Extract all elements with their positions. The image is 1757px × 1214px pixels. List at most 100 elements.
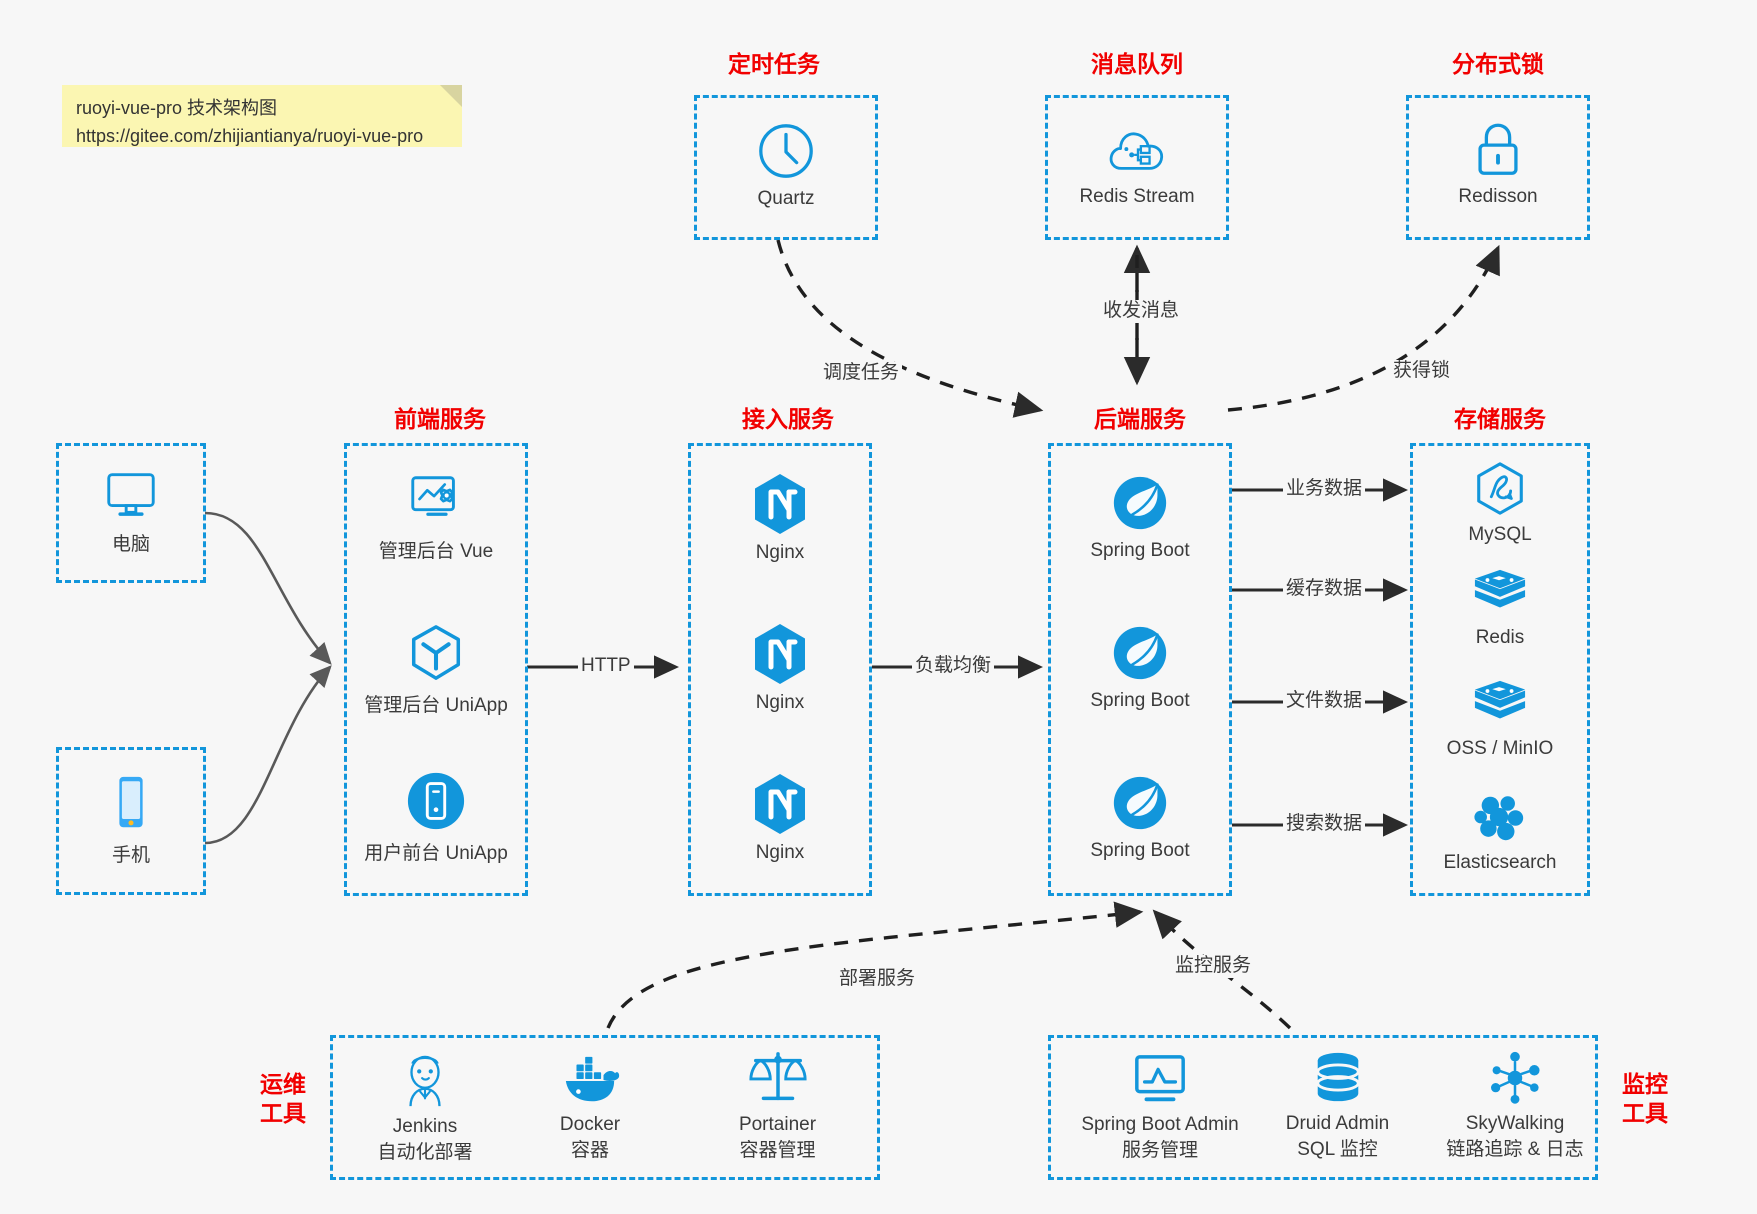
node-docker[interactable]: Docker 容器 bbox=[510, 1052, 670, 1163]
node-label: 手机 bbox=[111, 845, 150, 866]
diagram-note: ruoyi-vue-pro 技术架构图 https://gitee.com/zh… bbox=[62, 85, 462, 147]
edge-label-schedule: 调度任务 bbox=[820, 362, 903, 385]
redis-icon bbox=[1474, 680, 1526, 719]
node-user-uniapp[interactable]: 用户前台 UniApp bbox=[344, 770, 528, 865]
cloud-stream-icon bbox=[1109, 132, 1164, 170]
node-label: 管理后台 UniApp bbox=[364, 695, 508, 716]
node-label: 用户前台 UniApp bbox=[364, 843, 508, 864]
node-admin-uniapp[interactable]: 管理后台 UniApp bbox=[344, 622, 528, 717]
note-fold-corner bbox=[440, 85, 462, 107]
node-spring-boot-2[interactable]: Spring Boot bbox=[1048, 622, 1232, 712]
group-title-devops: 运维 工具 bbox=[254, 1070, 312, 1128]
node-jenkins[interactable]: Jenkins 自动化部署 bbox=[345, 1052, 505, 1165]
group-title-gateway: 接入服务 bbox=[742, 406, 834, 432]
group-title-storage: 存储服务 bbox=[1454, 406, 1546, 432]
group-box-backend bbox=[1048, 443, 1232, 896]
dashboard-icon bbox=[411, 476, 455, 516]
node-sublabel: 服务管理 bbox=[1121, 1139, 1198, 1161]
group-title-mq: 消息队列 bbox=[1091, 51, 1183, 77]
node-label: Nginx bbox=[755, 842, 805, 863]
scales-icon bbox=[748, 1052, 807, 1101]
docker-icon bbox=[565, 1056, 620, 1102]
node-spring-boot-1[interactable]: Spring Boot bbox=[1048, 472, 1232, 562]
node-sublabel: 链路追踪 & 日志 bbox=[1446, 1138, 1584, 1160]
lock-icon bbox=[1478, 123, 1518, 175]
elasticsearch-icon bbox=[1474, 796, 1524, 841]
spring-icon bbox=[1113, 776, 1167, 830]
note-title: ruoyi-vue-pro 技术架构图 bbox=[76, 98, 278, 118]
node-label: Spring Boot bbox=[1090, 540, 1190, 561]
node-elasticsearch[interactable]: Elasticsearch bbox=[1410, 790, 1590, 874]
node-skywalking[interactable]: SkyWalking 链路追踪 & 日志 bbox=[1420, 1049, 1610, 1162]
edge-label-cache-data: 缓存数据 bbox=[1283, 578, 1366, 601]
group-box-client-mobile bbox=[56, 747, 206, 895]
edge-label-deploy: 部署服务 bbox=[836, 968, 919, 991]
nginx-icon bbox=[755, 774, 805, 834]
node-sublabel: 容器 bbox=[570, 1139, 609, 1161]
node-label: MySQL bbox=[1468, 524, 1532, 545]
mysql-icon bbox=[1477, 462, 1523, 515]
node-druid-admin[interactable]: Druid Admin SQL 监控 bbox=[1255, 1049, 1420, 1162]
node-label: Jenkins bbox=[392, 1116, 458, 1137]
node-label: Redis Stream bbox=[1079, 186, 1195, 207]
node-label: Nginx bbox=[755, 542, 805, 563]
redis-icon bbox=[1474, 569, 1526, 608]
spring-icon bbox=[1113, 626, 1167, 680]
node-spring-boot-3[interactable]: Spring Boot bbox=[1048, 772, 1232, 862]
edge-label-http: HTTP bbox=[578, 655, 634, 678]
node-label: Druid Admin bbox=[1285, 1113, 1390, 1134]
group-box-client-desktop bbox=[56, 443, 206, 583]
group-box-frontend bbox=[344, 443, 528, 896]
note-url: https://gitee.com/zhijiantianya/ruoyi-vu… bbox=[76, 125, 424, 146]
node-redisson[interactable]: Redisson bbox=[1406, 118, 1590, 208]
node-redis[interactable]: Redis bbox=[1410, 567, 1590, 649]
desktop-icon bbox=[107, 473, 155, 516]
spring-icon bbox=[1113, 476, 1167, 530]
node-label: OSS / MinIO bbox=[1446, 738, 1554, 759]
node-redis-stream[interactable]: Redis Stream bbox=[1045, 122, 1229, 208]
node-label: Spring Boot Admin bbox=[1081, 1114, 1239, 1135]
node-nginx-3[interactable]: Nginx bbox=[688, 772, 872, 864]
node-label: Elasticsearch bbox=[1443, 852, 1557, 873]
group-title-lock: 分布式锁 bbox=[1452, 51, 1544, 77]
node-label: Spring Boot bbox=[1090, 840, 1190, 861]
node-label: Redisson bbox=[1458, 186, 1538, 207]
group-title-devops-line1: 运维 bbox=[260, 1071, 306, 1097]
node-mysql[interactable]: MySQL bbox=[1410, 460, 1590, 546]
node-label: Redis bbox=[1475, 627, 1525, 648]
group-box-gateway bbox=[688, 443, 872, 896]
node-portainer[interactable]: Portainer 容器管理 bbox=[690, 1048, 865, 1163]
group-title-monitoring-line2: 工具 bbox=[1622, 1099, 1668, 1126]
node-label: Docker bbox=[559, 1114, 621, 1135]
node-mobile[interactable]: 手机 bbox=[56, 772, 206, 867]
node-sublabel: 容器管理 bbox=[739, 1139, 816, 1161]
node-sublabel: 自动化部署 bbox=[377, 1141, 473, 1163]
clock-icon bbox=[759, 124, 813, 178]
node-desktop[interactable]: 电脑 bbox=[56, 465, 206, 556]
group-box-lock bbox=[1406, 95, 1590, 240]
edge-label-file-data: 文件数据 bbox=[1283, 690, 1366, 713]
node-nginx-2[interactable]: Nginx bbox=[688, 622, 872, 714]
node-quartz[interactable]: Quartz bbox=[694, 120, 878, 210]
edge-label-search-data: 搜索数据 bbox=[1283, 813, 1366, 836]
jenkins-icon bbox=[409, 1055, 441, 1107]
monitor-chart-icon bbox=[1135, 1055, 1185, 1102]
node-sublabel: SQL 监控 bbox=[1297, 1138, 1378, 1160]
cube-icon bbox=[411, 625, 461, 680]
node-admin-vue[interactable]: 管理后台 Vue bbox=[344, 470, 528, 563]
group-title-devops-line2: 工具 bbox=[260, 1099, 306, 1126]
node-oss-minio[interactable]: OSS / MinIO bbox=[1410, 678, 1590, 760]
group-title-backend: 后端服务 bbox=[1094, 406, 1186, 432]
nginx-icon bbox=[755, 624, 805, 684]
group-title-frontend: 前端服务 bbox=[394, 406, 486, 432]
group-title-scheduler: 定时任务 bbox=[728, 51, 820, 77]
group-box-mq bbox=[1045, 95, 1229, 240]
node-label: Nginx bbox=[755, 692, 805, 713]
node-spring-boot-admin[interactable]: Spring Boot Admin 服务管理 bbox=[1055, 1052, 1265, 1163]
node-nginx-1[interactable]: Nginx bbox=[688, 472, 872, 564]
database-icon bbox=[1315, 1052, 1360, 1102]
group-box-scheduler bbox=[694, 95, 878, 240]
group-box-storage bbox=[1410, 443, 1590, 896]
edge-label-monitor: 监控服务 bbox=[1172, 955, 1255, 978]
